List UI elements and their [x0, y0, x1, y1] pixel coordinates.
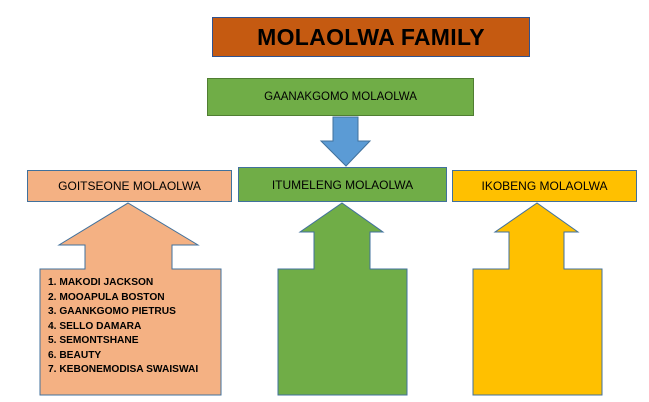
list-item: 1. MAKODI JACKSON	[48, 277, 154, 288]
goitseone-up-arrow-callout	[39, 202, 222, 396]
goitseone-descendants-list: 1. MAKODI JACKSON 2. MOOAPULA BOSTON 3. …	[40, 270, 221, 378]
list-item: 6. BEAUTY	[48, 349, 102, 361]
child-node-itumeleng: ITUMELENG MOLAOLWA	[238, 167, 447, 202]
down-arrow	[319, 116, 372, 167]
list-item: 3. GAANKGOMO PIETRUS	[48, 306, 176, 317]
parent-node: GAANAKGOMO MOLAOLWA	[207, 78, 474, 116]
child-node-goitseone: GOITSEONE MOLAOLWA	[27, 170, 232, 202]
child-node-ikobeng: IKOBENG MOLAOLWA	[452, 170, 637, 202]
list-item: 4. SELLO DAMARA	[48, 320, 142, 332]
ikobeng-up-arrow-callout	[472, 202, 603, 396]
list-item: 2. MOOAPULA BOSTON	[48, 291, 165, 303]
list-item: 7. KEBONEMODISA SWAISWAI	[48, 364, 199, 375]
family-title: MOLAOLWA FAMILY	[212, 17, 530, 57]
itumeleng-up-arrow-callout	[277, 202, 408, 396]
list-item: 5. SEMONTSHANE	[48, 335, 139, 346]
